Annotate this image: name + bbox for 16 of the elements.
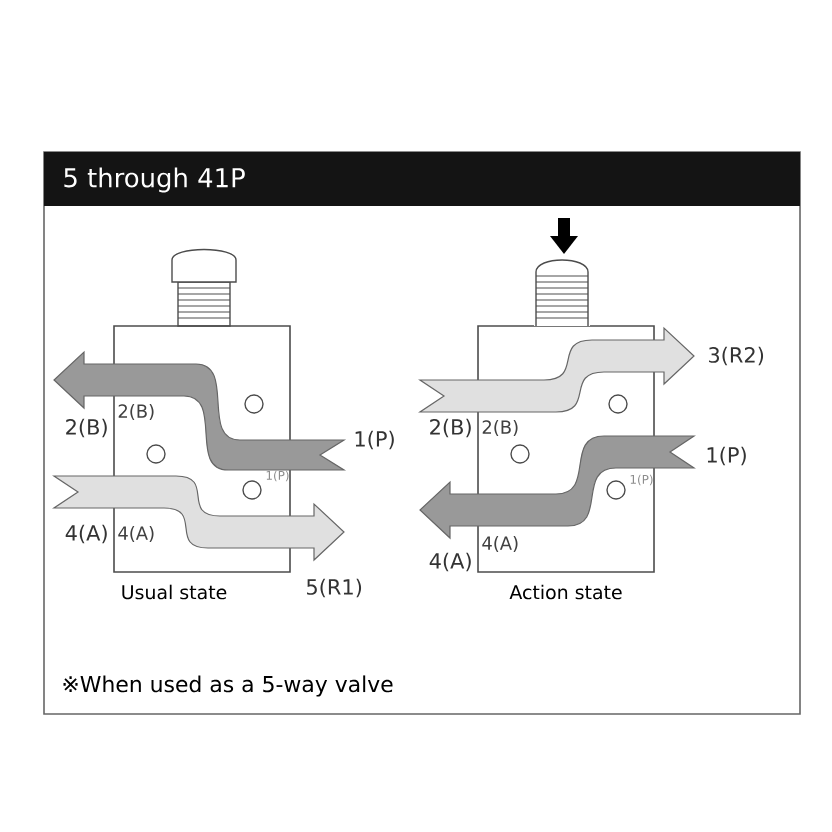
port-label: 4(A): [118, 526, 154, 542]
port-label: 4(A): [65, 524, 107, 544]
note-text: ※When used as a 5-way valve: [63, 675, 393, 697]
port-label: 3(R2): [709, 346, 764, 366]
port-label: 5(R1): [307, 578, 362, 598]
port-label: 2(B): [118, 404, 154, 420]
port-label: 2(B): [482, 420, 518, 436]
state-caption: Action state: [509, 584, 622, 600]
port-label: 2(B): [66, 418, 107, 438]
port-label: 1(P): [355, 430, 394, 450]
header-bar: 5 through 41P: [44, 152, 800, 206]
port-label: 4(A): [482, 536, 518, 552]
state-caption: Usual state: [122, 584, 227, 600]
port-label: 2(B): [430, 418, 471, 438]
port-label: 1(P): [707, 446, 746, 466]
port-label: 4(A): [429, 552, 471, 572]
